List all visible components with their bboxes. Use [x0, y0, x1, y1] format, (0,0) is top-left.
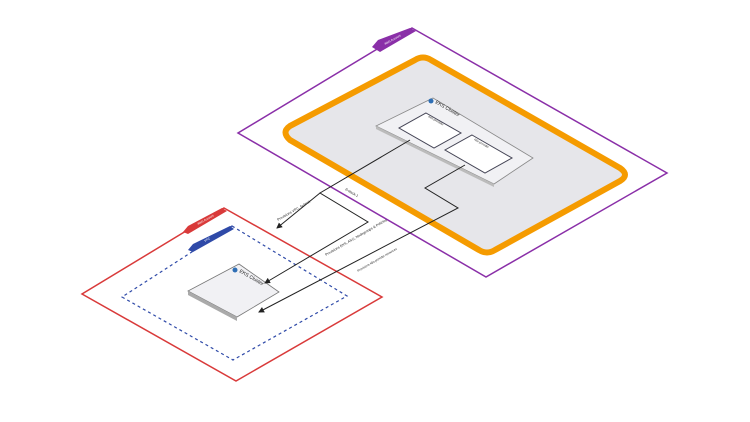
account-a-boundary	[236, 27, 669, 278]
eks-icon	[428, 98, 434, 104]
node-k8s-provider	[443, 134, 514, 174]
edge-label-2: Provisions VPC, Subnet	[277, 200, 311, 222]
account-b-tab	[183, 208, 227, 234]
node-aws-provider	[397, 112, 463, 149]
edge-label-3: Provisions EKS, ASG, Nodegroups & Polici…	[325, 218, 388, 257]
vpc-label: VPC	[204, 236, 212, 243]
eks-icon-small	[232, 267, 238, 273]
edge-aws-provider	[264, 139, 411, 284]
vpc-tab	[188, 226, 234, 252]
account-a-tab	[372, 28, 416, 52]
vpc-boundary	[120, 225, 349, 361]
node-k8s-provider-label: k8s-provider	[474, 137, 490, 149]
edge-k8s-provider	[258, 164, 466, 313]
edge-vpc	[276, 192, 321, 229]
edge-label-1: tf-stack-1	[345, 187, 360, 198]
account-b-boundary	[80, 207, 384, 382]
